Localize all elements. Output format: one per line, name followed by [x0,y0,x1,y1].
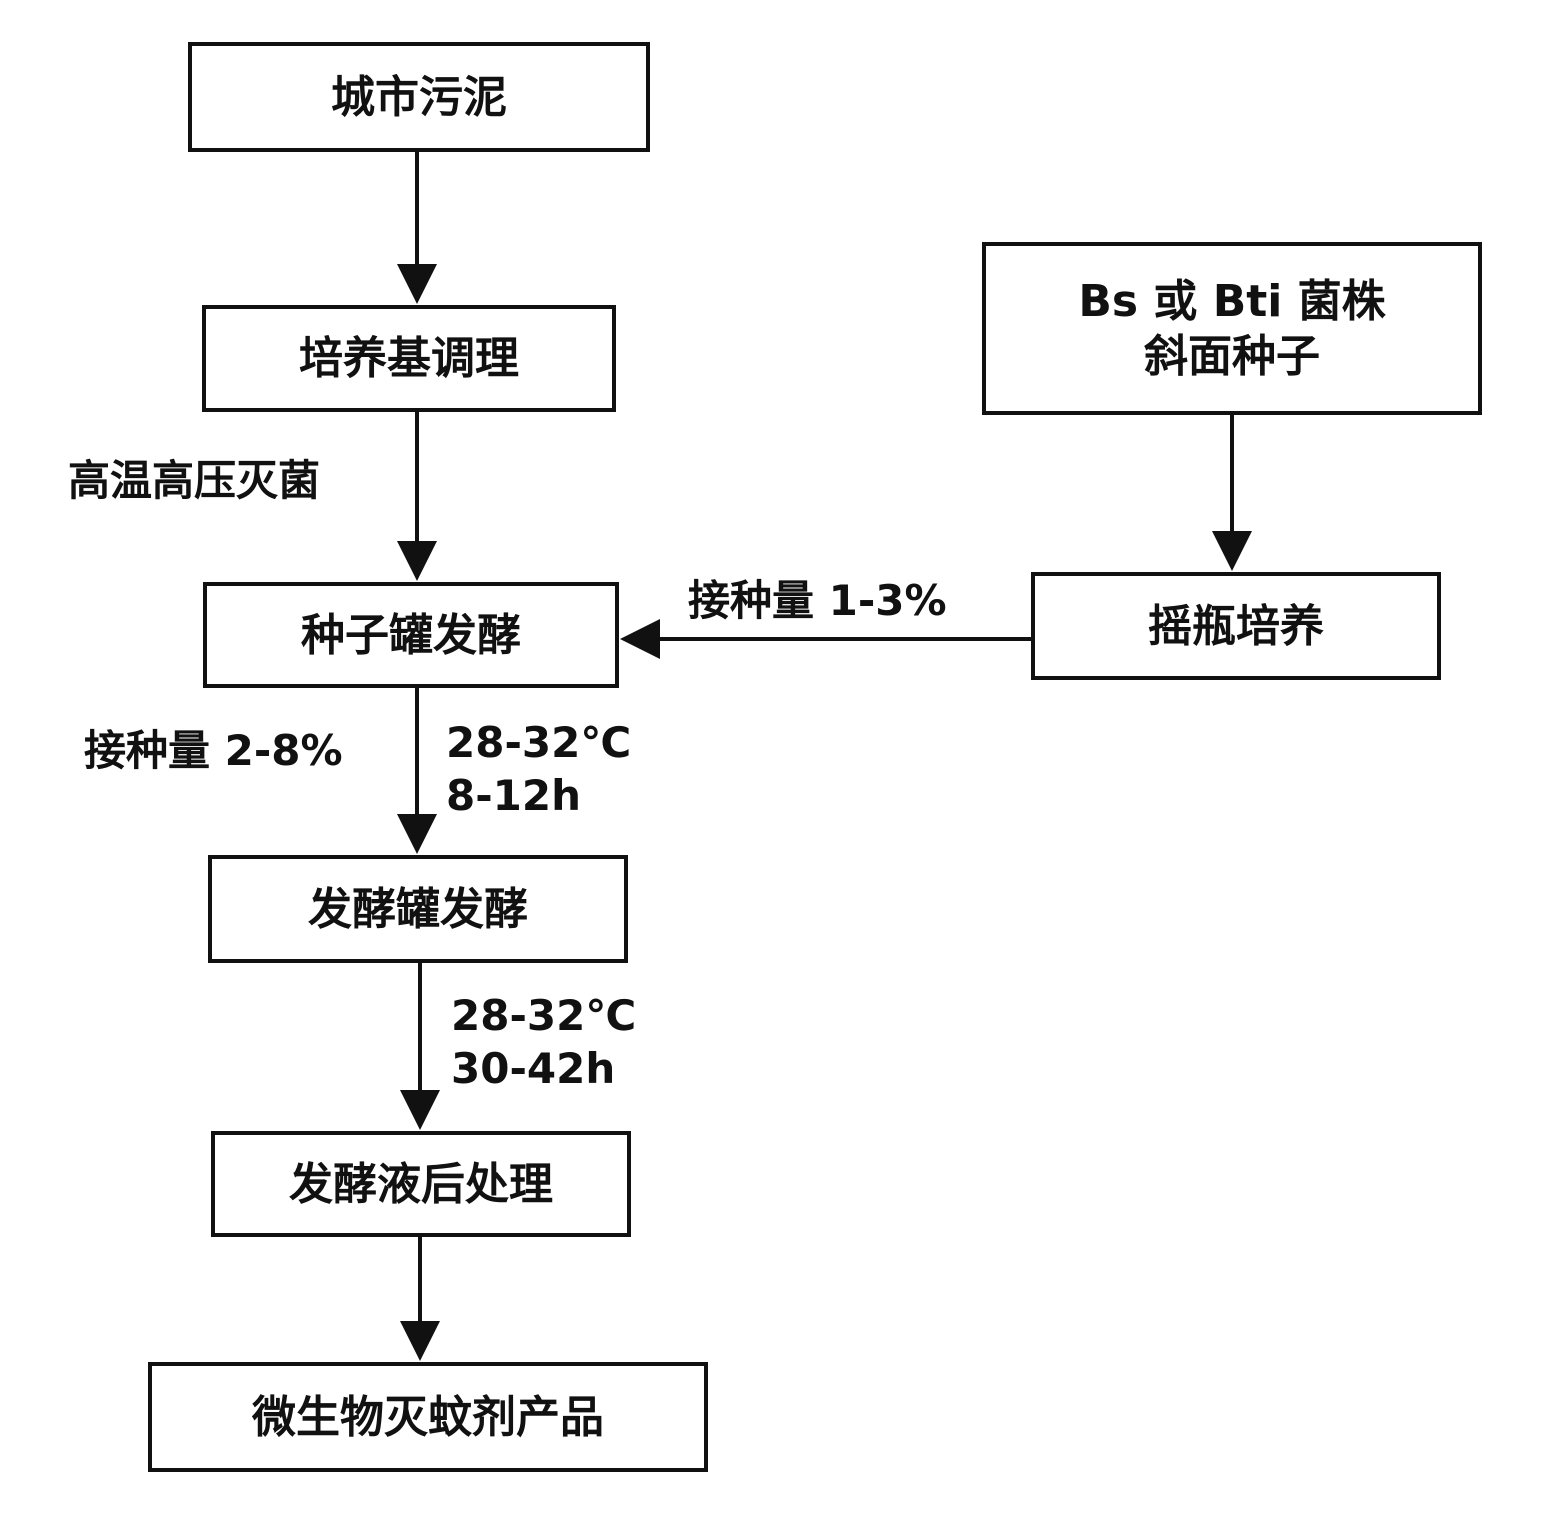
node-seed-tank-label: 种子罐发酵 [301,609,521,661]
node-strain-label-line2: 斜面种子 [1144,330,1320,382]
node-seed-tank: 种子罐发酵 [203,582,619,688]
node-shake-flask-label: 摇瓶培养 [1148,600,1324,652]
node-product: 微生物灭蚊剂产品 [148,1362,708,1472]
label-seed-time: 8-12h [446,770,582,820]
label-sterilization: 高温高压灭菌 [68,456,321,505]
node-shake-flask: 摇瓶培养 [1031,572,1441,680]
node-post-treatment: 发酵液后处理 [211,1131,631,1237]
label-ferment-time: 30-42h [451,1043,616,1093]
label-seed-temp: 28-32℃ [446,718,632,767]
label-seed-conditions: 28-32℃ 8-12h [446,717,631,822]
label-inoculum-flask: 接种量 1-3% [688,576,947,625]
node-ferment-tank-label: 发酵罐发酵 [308,883,528,935]
node-sludge: 城市污泥 [188,42,650,152]
node-ferment-tank: 发酵罐发酵 [208,855,628,963]
node-strain: Bs 或 Bti 菌株 斜面种子 [982,242,1482,415]
label-inoculum-seed: 接种量 2-8% [84,726,343,775]
node-product-label: 微生物灭蚊剂产品 [252,1391,604,1443]
node-sludge-label: 城市污泥 [331,71,507,123]
node-medium-conditioning-label: 培养基调理 [299,333,519,384]
node-strain-label-line1: Bs 或 Bti 菌株 [1078,275,1386,327]
node-medium-conditioning: 培养基调理 [202,305,616,412]
node-post-treatment-label: 发酵液后处理 [289,1158,553,1210]
label-ferment-conditions: 28-32℃ 30-42h [451,990,636,1095]
label-ferment-temp: 28-32℃ [451,991,637,1040]
